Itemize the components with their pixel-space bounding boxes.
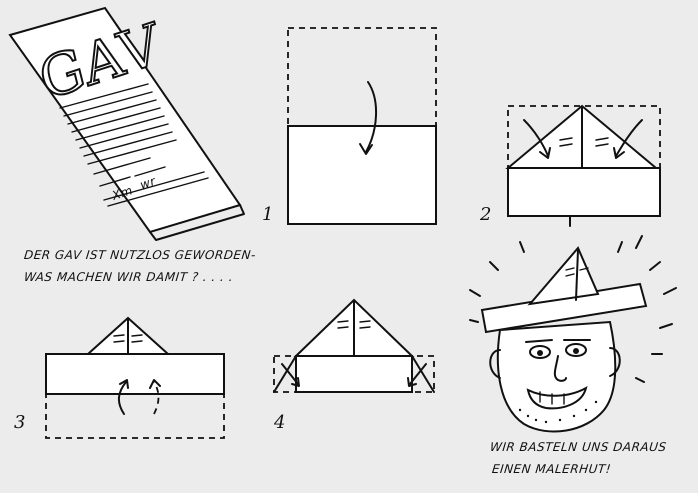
caption-top-line1: DER GAV IST NUTZLOS GEWORDEN- [23, 248, 256, 262]
step-number-3: 3 [14, 412, 25, 433]
step-number-4: 4 [274, 412, 285, 433]
face-illustration [490, 322, 620, 432]
caption-bottom-line1: WIR BASTELN UNS DARAUS [489, 440, 667, 454]
caption-bottom-line2: EINEN MALERHUT! [491, 462, 612, 476]
step-2-diagram [508, 106, 660, 226]
caption-top-line2: WAS MACHEN WIR DAMIT ? . . . . [23, 270, 234, 284]
step-number-2: 2 [480, 204, 491, 225]
step-number-1: 1 [262, 204, 273, 225]
hat-icon [482, 248, 646, 332]
step-1-diagram [288, 28, 436, 224]
step-4-diagram [274, 300, 434, 392]
step-3-diagram [46, 318, 224, 438]
